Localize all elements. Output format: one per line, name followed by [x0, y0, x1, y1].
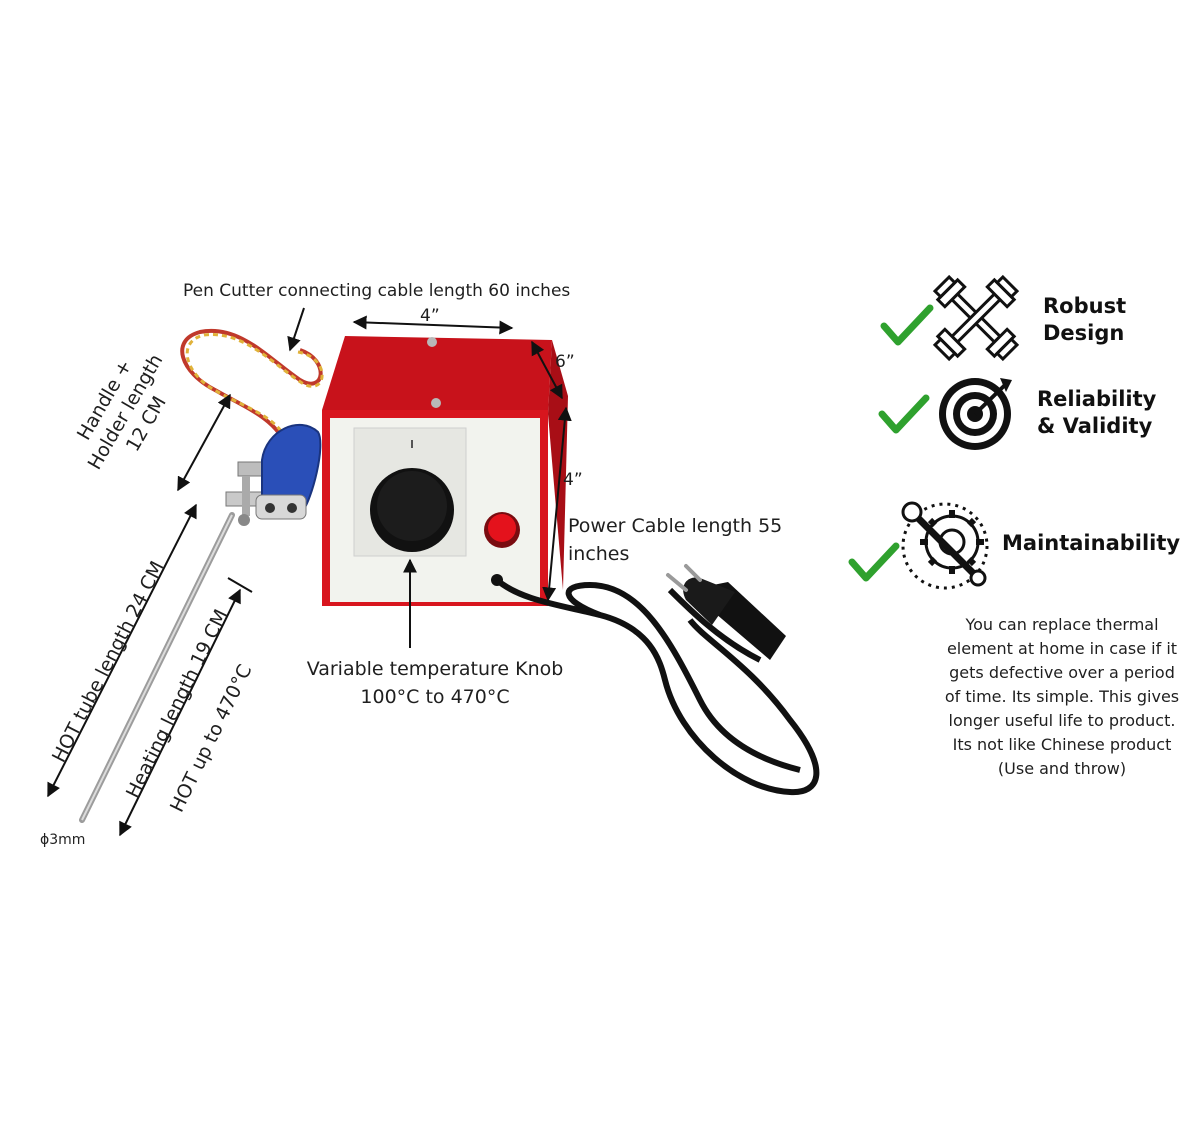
- box-depth-label: 6”: [555, 352, 575, 372]
- power-cable-label: Power Cable length 55 inches: [568, 512, 782, 568]
- pen-handle: [255, 423, 322, 520]
- maintainability-description: You can replace thermal element at home …: [936, 613, 1188, 781]
- description-line: (Use and throw): [997, 759, 1127, 778]
- feature-title: & Validity: [1037, 414, 1153, 438]
- knob-label-line: 100°C to 470°C: [360, 686, 510, 708]
- connecting-cable: [180, 328, 324, 456]
- feature-title: Design: [1043, 321, 1125, 345]
- power-cable-label-line: inches: [568, 543, 630, 565]
- knob-label: Variable temperature Knob 100°C to 470°C: [300, 655, 570, 711]
- check-icon: [878, 394, 930, 434]
- temperature-knob: [370, 440, 454, 552]
- knob-label-line: Variable temperature Knob: [306, 658, 564, 680]
- description-line: gets defective over a period: [949, 663, 1175, 682]
- description-line: longer useful life to product.: [948, 711, 1176, 730]
- feature-title: Robust: [1043, 294, 1127, 318]
- dumbbell-icon: [932, 274, 1020, 362]
- wrench-gear-icon: [901, 501, 989, 590]
- feature-title: Maintainability: [1002, 531, 1181, 555]
- description-line: element at home in case if it: [946, 639, 1178, 658]
- feature-maintainability: Maintainability: [1002, 530, 1180, 557]
- feature-title: Reliability: [1037, 387, 1157, 411]
- description-line: of time. Its simple. This gives: [944, 687, 1180, 706]
- power-plug: [666, 564, 786, 660]
- diameter-label: ϕ3mm: [40, 832, 86, 848]
- check-icon: [848, 542, 900, 582]
- feature-reliability: Reliability & Validity: [1037, 386, 1156, 440]
- check-icons: [848, 304, 934, 582]
- feature-robust-design: Robust Design: [1043, 293, 1126, 347]
- dimension-arrows: [47, 307, 572, 837]
- power-cable-label-line: Power Cable length 55: [568, 515, 783, 537]
- cable-length-label: Pen Cutter connecting cable length 60 in…: [183, 281, 571, 301]
- description-line: Its not like Chinese product: [952, 735, 1172, 754]
- power-button: [484, 512, 520, 548]
- box-width-label: 4”: [420, 306, 440, 326]
- description-line: You can replace thermal: [965, 615, 1159, 634]
- control-box: [322, 336, 568, 606]
- check-icon: [880, 304, 934, 346]
- target-icon: [939, 378, 1012, 450]
- box-height-label: 4”: [563, 470, 583, 490]
